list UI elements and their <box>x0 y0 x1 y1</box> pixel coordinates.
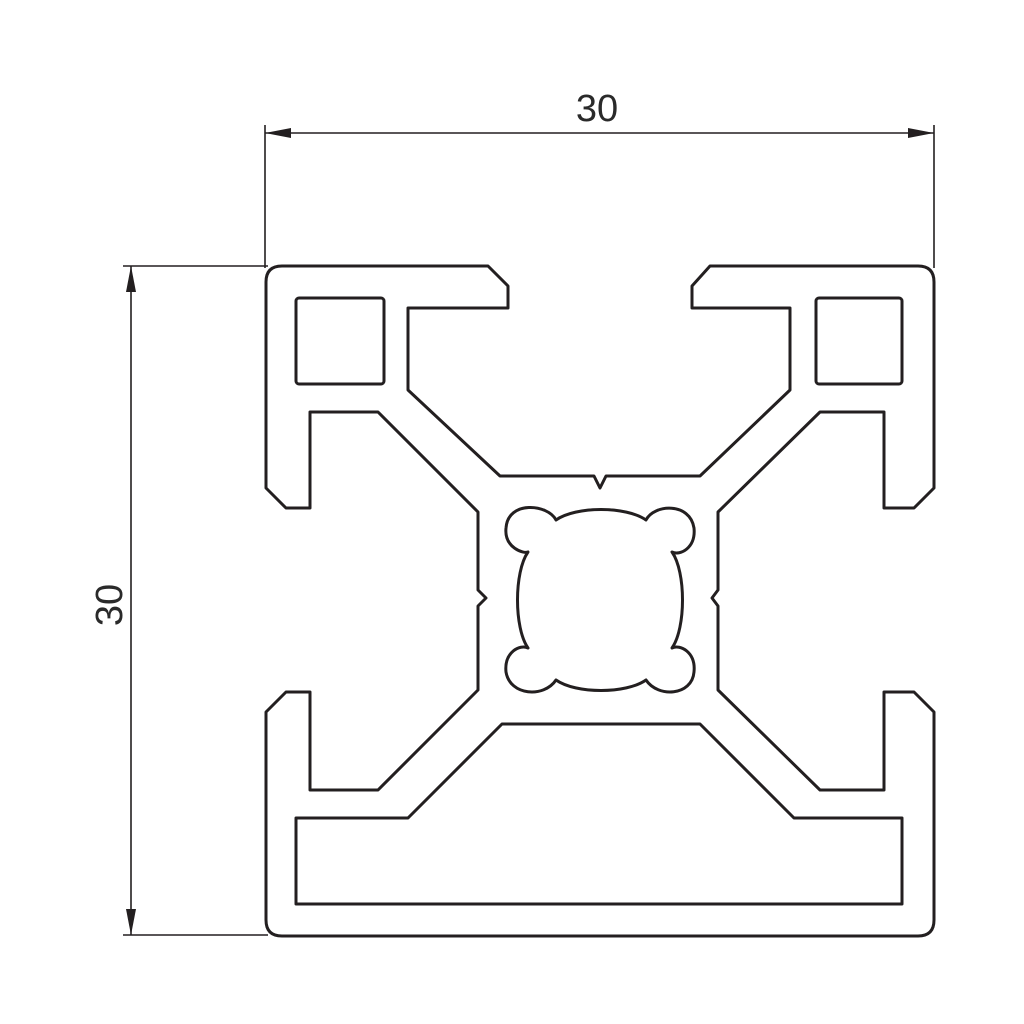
hollow-top-right <box>814 296 904 386</box>
center-bore-outline <box>504 506 696 694</box>
width-arrow-right <box>908 128 934 138</box>
width-dimension: 30 <box>264 88 935 268</box>
width-arrow-left <box>265 128 291 138</box>
height-arrow-top <box>126 266 136 292</box>
height-dimension: 30 <box>89 265 268 936</box>
hollow-bottom <box>294 722 904 906</box>
height-arrow-bottom <box>126 909 136 935</box>
height-label: 30 <box>89 584 131 626</box>
profile-outer-outline <box>264 264 936 938</box>
center-bore <box>504 506 696 694</box>
width-label: 30 <box>576 88 618 130</box>
hollow-top-left <box>294 296 386 386</box>
